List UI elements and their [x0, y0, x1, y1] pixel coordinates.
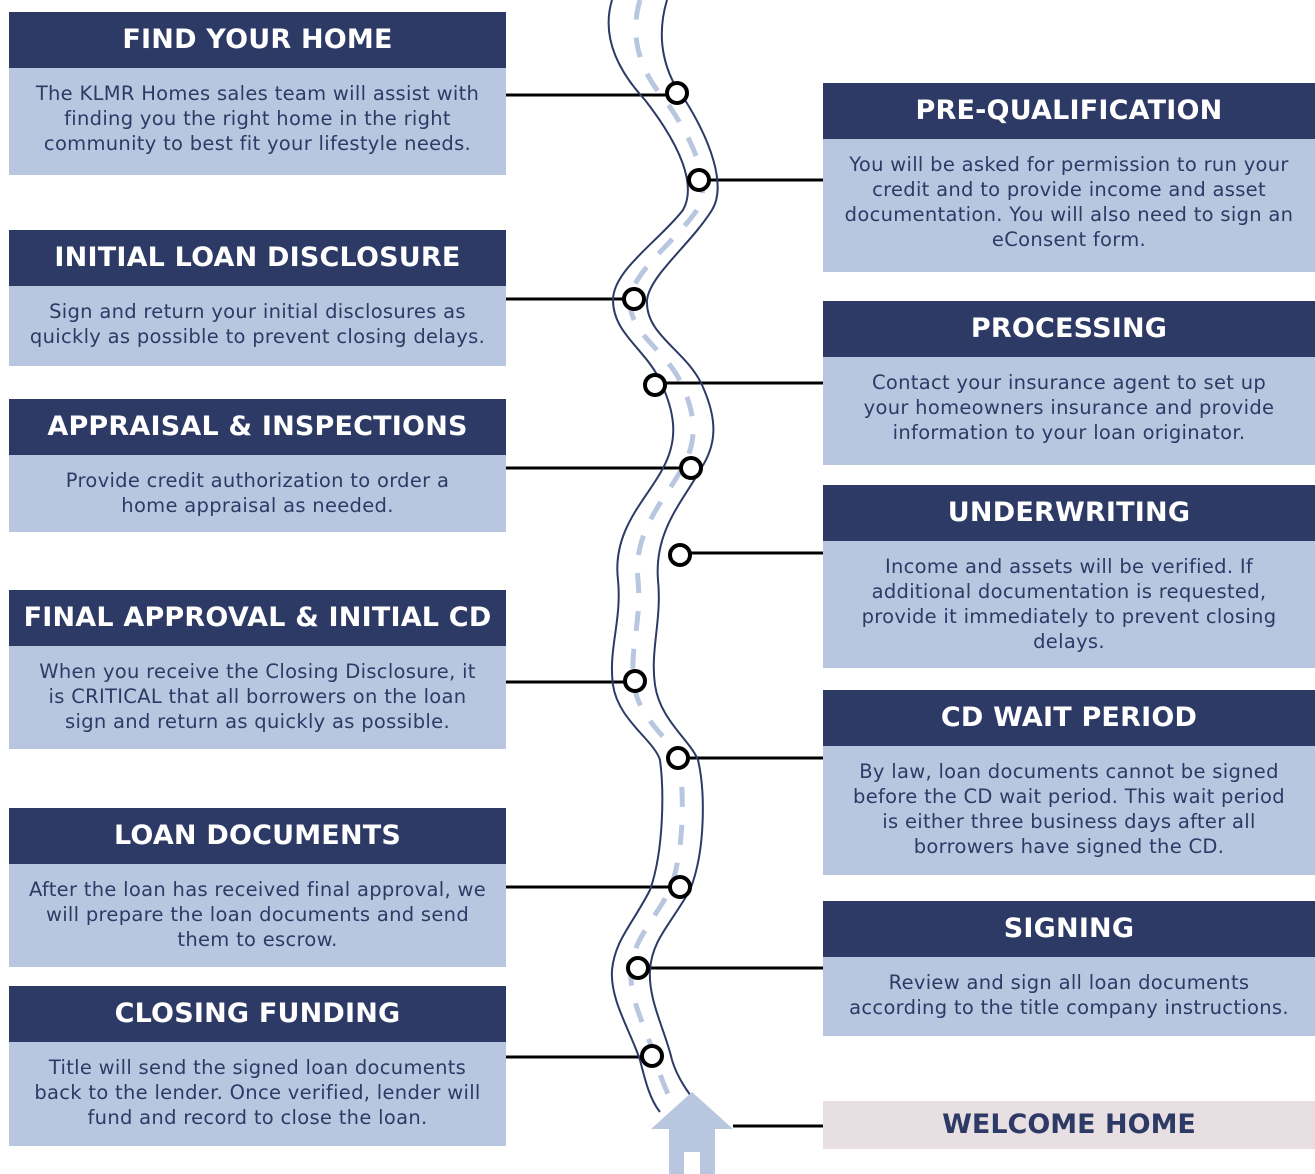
milestone-final-approval [623, 669, 647, 693]
step-loan-documents: LOAN DOCUMENTS After the loan has receiv… [9, 808, 506, 967]
step-description: By law, loan documents cannot be signed … [853, 760, 1285, 858]
step-description: Sign and return your initial disclosures… [29, 300, 486, 348]
road-right-edge [645, 0, 719, 1109]
step-title: CLOSING FUNDING [9, 986, 506, 1042]
step-description: Contact your insurance agent to set up y… [863, 371, 1275, 444]
milestone-appraisal [679, 456, 703, 480]
milestone-loan-documents [668, 875, 692, 899]
step-description: The KLMR Homes sales team will assist wi… [35, 82, 480, 155]
milestone-initial-loan-disclosure [622, 287, 646, 311]
welcome-home-label: WELCOME HOME [823, 1101, 1315, 1149]
step-title: INITIAL LOAN DISCLOSURE [9, 230, 506, 286]
milestone-underwriting [668, 543, 692, 567]
house-icon [651, 1092, 733, 1174]
step-description: You will be asked for permission to run … [844, 153, 1294, 251]
step-description: Income and assets will be verified. If a… [861, 555, 1277, 653]
step-title: FIND YOUR HOME [9, 12, 506, 68]
step-title: LOAN DOCUMENTS [9, 808, 506, 864]
step-title: CD WAIT PERIOD [823, 690, 1315, 746]
step-title: PRE-QUALIFICATION [823, 83, 1315, 139]
milestone-closing-funding [640, 1044, 664, 1068]
step-initial-loan-disclosure: INITIAL LOAN DISCLOSURE Sign and return … [9, 230, 506, 366]
milestone-find-your-home [665, 81, 689, 105]
road-left-edge [607, 0, 689, 1113]
step-title: PROCESSING [823, 301, 1315, 357]
step-signing: SIGNING Review and sign all loan documen… [823, 901, 1315, 1036]
step-description: After the loan has received final approv… [28, 878, 487, 951]
step-description: Title will send the signed loan document… [34, 1056, 481, 1129]
step-underwriting: UNDERWRITING Income and assets will be v… [823, 485, 1315, 668]
step-title: APPRAISAL & INSPECTIONS [9, 399, 506, 455]
step-title: UNDERWRITING [823, 485, 1315, 541]
step-appraisal-inspections: APPRAISAL & INSPECTIONS Provide credit a… [9, 399, 506, 532]
step-description: Provide credit authorization to order a … [65, 469, 450, 517]
milestone-processing [643, 373, 667, 397]
step-find-your-home: FIND YOUR HOME The KLMR Homes sales team… [9, 12, 506, 175]
milestone-pre-qualification [687, 168, 711, 192]
milestone-cd-wait-period [666, 746, 690, 770]
step-description: Review and sign all loan documents accor… [849, 971, 1289, 1019]
step-title: SIGNING [823, 901, 1315, 957]
step-processing: PROCESSING Contact your insurance agent … [823, 301, 1315, 465]
milestone-signing [626, 956, 650, 980]
step-final-approval-initial-cd: FINAL APPROVAL & INITIAL CD When you rec… [9, 590, 506, 749]
step-pre-qualification: PRE-QUALIFICATION You will be asked for … [823, 83, 1315, 272]
step-cd-wait-period: CD WAIT PERIOD By law, loan documents ca… [823, 690, 1315, 875]
step-title: FINAL APPROVAL & INITIAL CD [9, 590, 506, 646]
step-description: When you receive the Closing Disclosure,… [39, 660, 476, 733]
step-closing-funding: CLOSING FUNDING Title will send the sign… [9, 986, 506, 1146]
